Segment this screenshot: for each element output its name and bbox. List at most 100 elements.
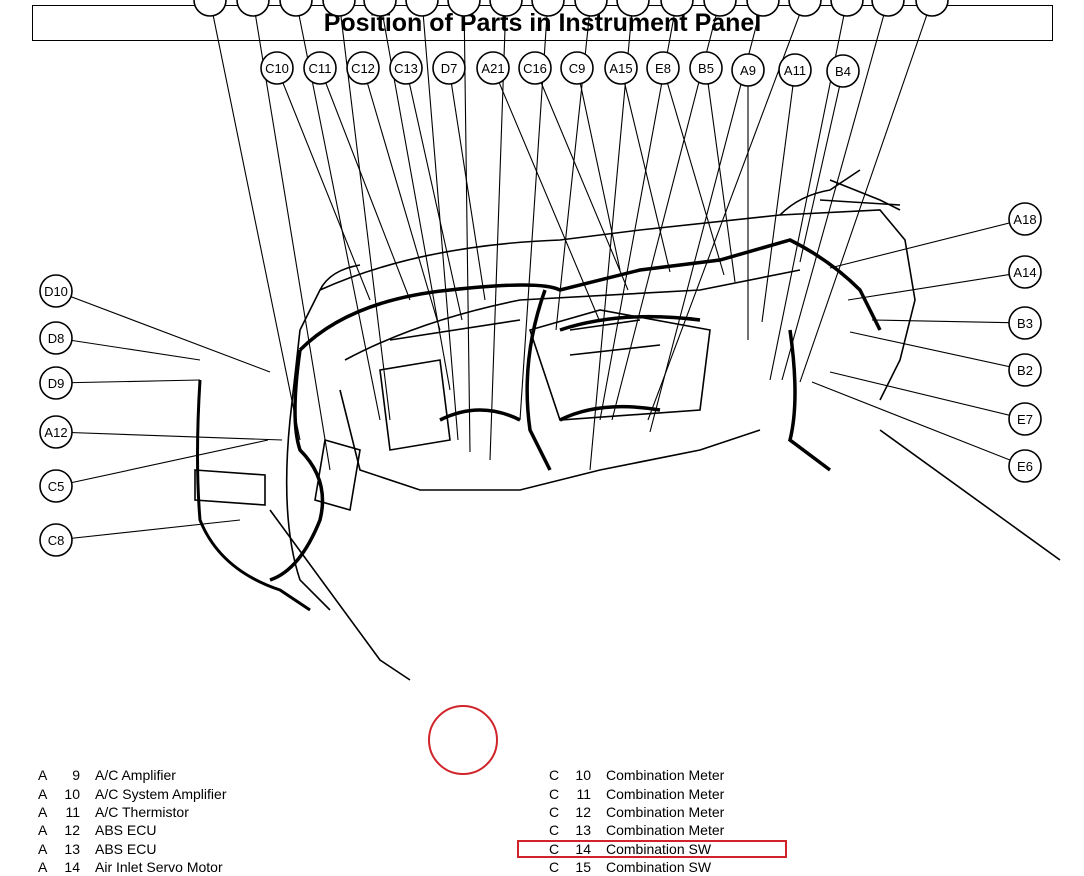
- leader-line-D11: [421, 0, 459, 441]
- callout-label: C13: [394, 61, 418, 76]
- legend-num: 11: [576, 786, 591, 802]
- callout-A11: A11: [778, 53, 812, 87]
- leader-line-C13: [405, 67, 463, 321]
- callout-label: D3: [245, 0, 262, 3]
- callout-circle: [193, 0, 227, 17]
- legend-num: 15: [575, 859, 591, 875]
- callout-E5: E5: [871, 0, 905, 17]
- callout-circle: [830, 0, 864, 17]
- callout-label: E5: [880, 0, 896, 3]
- callout-C14: C14: [447, 0, 481, 17]
- leader-line-A18: [829, 218, 1026, 269]
- leader-line-D10: [55, 290, 271, 373]
- leader-line-D7: [448, 67, 486, 301]
- legend-letter: C: [549, 804, 560, 820]
- leader-line-E7: [829, 371, 1026, 420]
- callout-circle: [432, 51, 466, 85]
- callout-label: A11: [784, 63, 806, 78]
- legend-letter: A: [38, 786, 48, 802]
- callout-circle: [39, 321, 73, 355]
- callout-D3: D3: [236, 0, 270, 17]
- callout-E8: E8: [646, 51, 680, 85]
- callout-label: D7: [441, 61, 458, 76]
- callout-circle: [646, 51, 680, 85]
- callout-circle: [1008, 353, 1042, 387]
- callout-label: A14: [1013, 265, 1036, 280]
- callout-label: A9: [740, 63, 756, 78]
- callout-circle: [604, 51, 638, 85]
- callout-label: C12: [351, 61, 375, 76]
- callout-circle: [236, 0, 270, 17]
- legend-num: 11: [65, 804, 80, 820]
- callout-circle: [1008, 255, 1042, 289]
- callout-circle: [363, 0, 397, 17]
- callout-circle: [778, 53, 812, 87]
- leader-line-E8: [662, 67, 725, 276]
- leader-line-C8: [55, 519, 241, 541]
- callout-A13: A13: [193, 0, 227, 17]
- callout-label: C14: [452, 0, 476, 3]
- legend-name: Combination SW: [606, 841, 712, 857]
- legend-name: ABS ECU: [95, 841, 157, 857]
- legend-name: Combination Meter: [606, 786, 725, 802]
- legend-num: 14: [64, 859, 80, 875]
- callout-A15: A15: [604, 51, 638, 85]
- callout-circle: [447, 0, 481, 17]
- legend-name: Air Inlet Servo Motor: [95, 859, 223, 875]
- callout-label: A16: [579, 0, 602, 3]
- legend-name: A/C Amplifier: [95, 767, 176, 783]
- legend-num: 14: [575, 841, 591, 857]
- callout-label: A10: [665, 0, 688, 3]
- callout-circle: [518, 51, 552, 85]
- callout-B4: B4: [826, 54, 860, 88]
- callout-B5: B5: [689, 51, 723, 85]
- leader-line-B4: [799, 70, 844, 263]
- callout-label: A18: [1013, 212, 1036, 227]
- leader-line-D9: [55, 379, 201, 384]
- callout-circle: [1008, 402, 1042, 436]
- callout-circle: [260, 51, 294, 85]
- callout-label: A21: [481, 61, 504, 76]
- callout-label: A17: [621, 0, 644, 3]
- leader-line-B2: [849, 331, 1026, 371]
- callout-C10: C10: [260, 51, 294, 85]
- callout-A16: A16: [574, 0, 608, 17]
- callout-label: A15: [609, 61, 632, 76]
- legend-letter: C: [549, 786, 560, 802]
- callout-circle: [703, 0, 737, 17]
- callout-D7: D7: [432, 51, 466, 85]
- legend-name: A/C Thermistor: [95, 804, 189, 820]
- callout-circle: [39, 469, 73, 503]
- callout-E6: E6: [1008, 449, 1042, 483]
- callout-label: E4: [839, 0, 855, 3]
- callout-label: C6: [755, 0, 772, 3]
- legend-num: 10: [64, 786, 80, 802]
- callout-label: D9: [48, 376, 65, 391]
- callout-label: E8: [655, 61, 671, 76]
- callout-circle: [303, 51, 337, 85]
- callout-A20: A20: [703, 0, 737, 17]
- leader-line-A12: [55, 431, 283, 441]
- callout-label: D4: [288, 0, 305, 3]
- callout-circle: [871, 0, 905, 17]
- callout-circle: [322, 0, 356, 17]
- callout-A21: A21: [476, 51, 510, 85]
- callout-circle: [476, 51, 510, 85]
- callout-label: C10: [265, 61, 289, 76]
- callout-C8: C8: [39, 523, 73, 557]
- legend-letter: C: [549, 859, 560, 875]
- leader-line-B5: [705, 67, 736, 283]
- legend-num: 12: [64, 822, 80, 838]
- legend-letter: A: [38, 822, 48, 838]
- leader-line-C10: [276, 67, 371, 301]
- leader-line-D8: [55, 337, 201, 361]
- callout-label: B2: [1017, 363, 1033, 378]
- callout-label: D10: [44, 284, 68, 299]
- callout-label: C9: [569, 61, 586, 76]
- leader-line-B3: [871, 319, 1026, 324]
- callout-circle: [405, 0, 439, 17]
- callout-C16: C16: [518, 51, 552, 85]
- legend-name: ABS ECU: [95, 822, 157, 838]
- leader-line-E5: [781, 0, 889, 381]
